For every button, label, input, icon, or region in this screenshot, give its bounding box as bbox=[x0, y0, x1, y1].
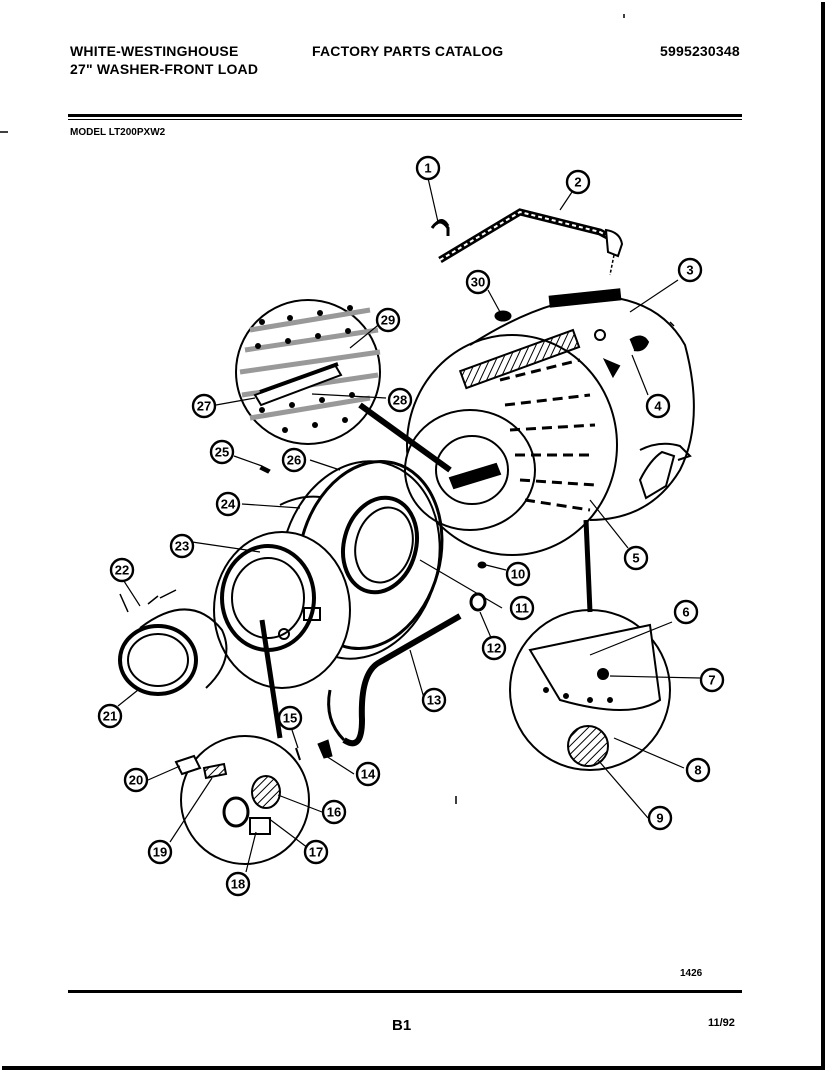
callout-number: 17 bbox=[309, 845, 323, 860]
header-rule-thin bbox=[68, 119, 742, 120]
callout-number: 20 bbox=[129, 773, 143, 788]
callout-21: 21 bbox=[97, 703, 123, 729]
callout-number: 6 bbox=[682, 605, 689, 620]
callout-number: 25 bbox=[215, 445, 229, 460]
part-25-screw bbox=[259, 465, 271, 474]
callout-number: 9 bbox=[656, 811, 663, 826]
callout-number: 11 bbox=[515, 601, 529, 616]
product-name: 27" WASHER-FRONT LOAD bbox=[70, 61, 259, 77]
callout-10: 10 bbox=[505, 561, 531, 587]
footer-rule bbox=[68, 990, 742, 993]
callout-17: 17 bbox=[303, 839, 329, 865]
callout-number: 7 bbox=[708, 673, 715, 688]
part-24-spring bbox=[279, 495, 321, 506]
callout-29: 29 bbox=[375, 307, 401, 333]
callout-30: 30 bbox=[465, 269, 491, 295]
callout-8: 8 bbox=[685, 757, 711, 783]
catalog-number: 5995230348 bbox=[660, 43, 740, 59]
part-2-hose bbox=[438, 208, 624, 276]
callout-28: 28 bbox=[387, 387, 413, 413]
callout-number: 21 bbox=[103, 709, 117, 724]
part-23-front-ring bbox=[213, 531, 351, 689]
callout-number: 4 bbox=[654, 399, 662, 414]
callout-26: 26 bbox=[281, 447, 307, 473]
part-10-screw bbox=[477, 561, 487, 569]
part-14-clip bbox=[317, 739, 333, 759]
callout-number: 15 bbox=[283, 711, 297, 726]
callout-number: 5 bbox=[632, 551, 639, 566]
callout-number: 30 bbox=[471, 275, 485, 290]
brand-name: WHITE-WESTINGHOUSE bbox=[70, 43, 239, 59]
callout-number: 19 bbox=[153, 845, 167, 860]
callout-13: 13 bbox=[421, 687, 447, 713]
callout-number: 23 bbox=[175, 539, 189, 554]
callout-5: 5 bbox=[623, 545, 649, 571]
callout-20: 20 bbox=[123, 767, 149, 793]
callout-4: 4 bbox=[645, 393, 671, 419]
callout-number: 8 bbox=[694, 763, 701, 778]
callout-6: 6 bbox=[673, 599, 699, 625]
callout-number: 28 bbox=[393, 393, 407, 408]
page-number: B1 bbox=[392, 1017, 412, 1034]
callout-number: 18 bbox=[231, 877, 245, 892]
callout-12: 12 bbox=[481, 635, 507, 661]
part-13-drain-hose bbox=[327, 613, 462, 747]
callout-22: 22 bbox=[109, 557, 135, 583]
callout-24: 24 bbox=[215, 491, 241, 517]
callout-23: 23 bbox=[169, 533, 195, 559]
inset-baffle-detail bbox=[235, 299, 452, 473]
part-21-door-boot bbox=[118, 608, 228, 696]
inset-pump-detail bbox=[174, 619, 310, 865]
callout-27: 27 bbox=[191, 393, 217, 419]
callout-9: 9 bbox=[647, 805, 673, 831]
callout-number: 3 bbox=[686, 263, 693, 278]
catalog-date: 11/92 bbox=[708, 1017, 735, 1029]
callout-15: 15 bbox=[277, 705, 303, 731]
callout-11: 11 bbox=[509, 595, 535, 621]
inner-drum bbox=[404, 328, 596, 531]
callout-7: 7 bbox=[699, 667, 725, 693]
model-line: MODEL LT200PXW2 bbox=[70, 127, 166, 138]
callout-16: 16 bbox=[321, 799, 347, 825]
inset-pump-cover-detail bbox=[509, 519, 671, 771]
callout-number: 2 bbox=[574, 175, 581, 190]
callout-number: 13 bbox=[427, 693, 441, 708]
part-15-screw bbox=[295, 747, 301, 761]
callout-number: 14 bbox=[361, 767, 376, 782]
callout-2: 2 bbox=[565, 169, 591, 195]
callout-number: 27 bbox=[197, 399, 211, 414]
callout-number: 22 bbox=[115, 563, 129, 578]
callout-number: 24 bbox=[221, 497, 236, 512]
callout-3: 3 bbox=[677, 257, 703, 283]
part-22-screws bbox=[119, 589, 177, 613]
callout-number: 16 bbox=[327, 805, 341, 820]
leader-lines bbox=[117, 177, 701, 873]
part-1-clip bbox=[430, 219, 450, 236]
callout-18: 18 bbox=[225, 871, 251, 897]
callout-number: 12 bbox=[487, 641, 501, 656]
part-30-grommet bbox=[494, 310, 512, 322]
callout-1: 1 bbox=[415, 155, 441, 181]
callout-number: 26 bbox=[287, 453, 301, 468]
callout-number: 10 bbox=[511, 567, 525, 582]
callout-19: 19 bbox=[147, 839, 173, 865]
illustration-number: 1426 bbox=[680, 968, 703, 979]
callout-14: 14 bbox=[355, 761, 381, 787]
callout-25: 25 bbox=[209, 439, 235, 465]
callout-labels: 1234567891011121314151617181920212223242… bbox=[97, 155, 725, 897]
header-rule bbox=[68, 114, 742, 117]
callout-number: 29 bbox=[381, 313, 395, 328]
callout-number: 1 bbox=[424, 161, 431, 176]
catalog-title: FACTORY PARTS CATALOG bbox=[312, 43, 504, 59]
